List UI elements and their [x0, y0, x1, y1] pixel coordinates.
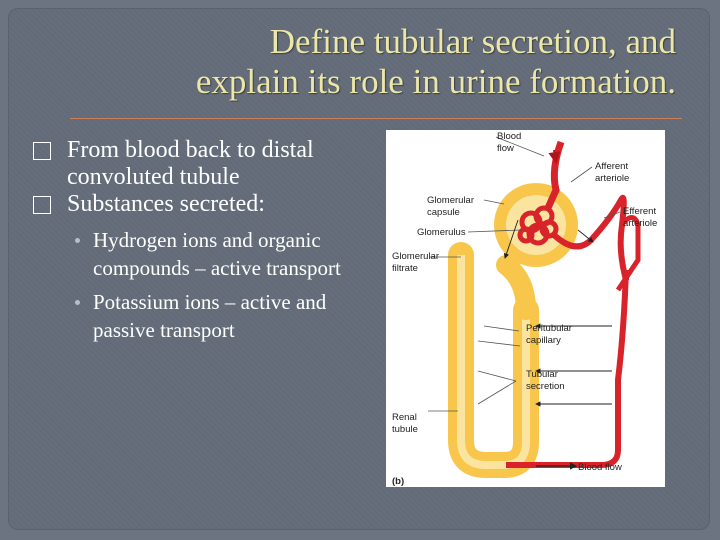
label-blood-flow-top-1: Blood	[497, 131, 521, 142]
label-efferent-1: Efferent	[623, 206, 656, 217]
label-peritubular-2: capillary	[526, 335, 561, 346]
label-glom-filtrate-2: filtrate	[392, 263, 418, 274]
title-divider	[70, 118, 682, 119]
sub-bullet-list: Hydrogen ions and organic compounds – ac…	[33, 226, 363, 344]
label-afferent-2: arteriole	[595, 173, 629, 184]
nephron-diagram: Blood flow Afferent arteriole Efferent a…	[386, 130, 665, 487]
label-blood-flow-top-2: flow	[497, 143, 514, 154]
label-tubular-secretion-1: Tubular	[526, 369, 558, 380]
label-glomerulus: Glomerulus	[417, 227, 466, 238]
bullet-item: Substances secreted:	[33, 191, 363, 218]
blood-flow-arrow	[548, 149, 561, 164]
label-glom-capsule-2: capsule	[427, 207, 460, 218]
capillary-loop	[615, 215, 641, 292]
label-renal-tubule-2: tubule	[392, 424, 418, 435]
label-tubular-secretion-2: secretion	[526, 381, 565, 392]
sub-bullet-item: Potassium ions – active and passive tran…	[75, 288, 363, 344]
bullet-item: From blood back to distal convoluted tub…	[33, 137, 363, 191]
label-blood-flow-bottom: Blood flow	[578, 462, 622, 473]
sub-bullet-item: Hydrogen ions and organic compounds – ac…	[75, 226, 363, 282]
label-peritubular-1: Peritubular	[526, 323, 572, 334]
dot-bullet-icon	[75, 238, 80, 243]
panel-label: (b)	[392, 476, 404, 487]
secretion-arrows	[503, 219, 612, 407]
renal-tubule-shape	[448, 242, 539, 478]
bullet-text: Substances secreted:	[67, 191, 265, 217]
label-glom-capsule-1: Glomerular	[427, 195, 474, 206]
glomerulus-shape	[517, 205, 559, 246]
checkbox-bullet-icon	[33, 196, 51, 214]
bullet-text: From blood back to distal convoluted tub…	[67, 137, 314, 190]
bullet-list: From blood back to distal convoluted tub…	[33, 137, 363, 350]
label-glom-filtrate-1: Glomerular	[392, 251, 439, 262]
slide-title: Define tubular secretion, and explain it…	[36, 22, 676, 102]
label-afferent-1: Afferent	[595, 161, 628, 172]
dot-bullet-icon	[75, 300, 80, 305]
checkbox-bullet-icon	[33, 142, 51, 160]
title-line-2: explain its role in urine formation.	[195, 62, 676, 101]
label-renal-tubule-1: Renal	[392, 412, 417, 423]
label-efferent-2: arteriole	[623, 218, 657, 229]
leader-lines	[428, 136, 621, 412]
sub-bullet-text: Hydrogen ions and organic compounds – ac…	[93, 228, 341, 280]
title-line-1: Define tubular secretion, and	[269, 22, 676, 61]
nephron-illustration: Blood flow Afferent arteriole Efferent a…	[392, 131, 657, 487]
sub-bullet-text: Potassium ions – active and passive tran…	[93, 290, 327, 342]
afferent-arteriole-vessel	[544, 140, 565, 210]
